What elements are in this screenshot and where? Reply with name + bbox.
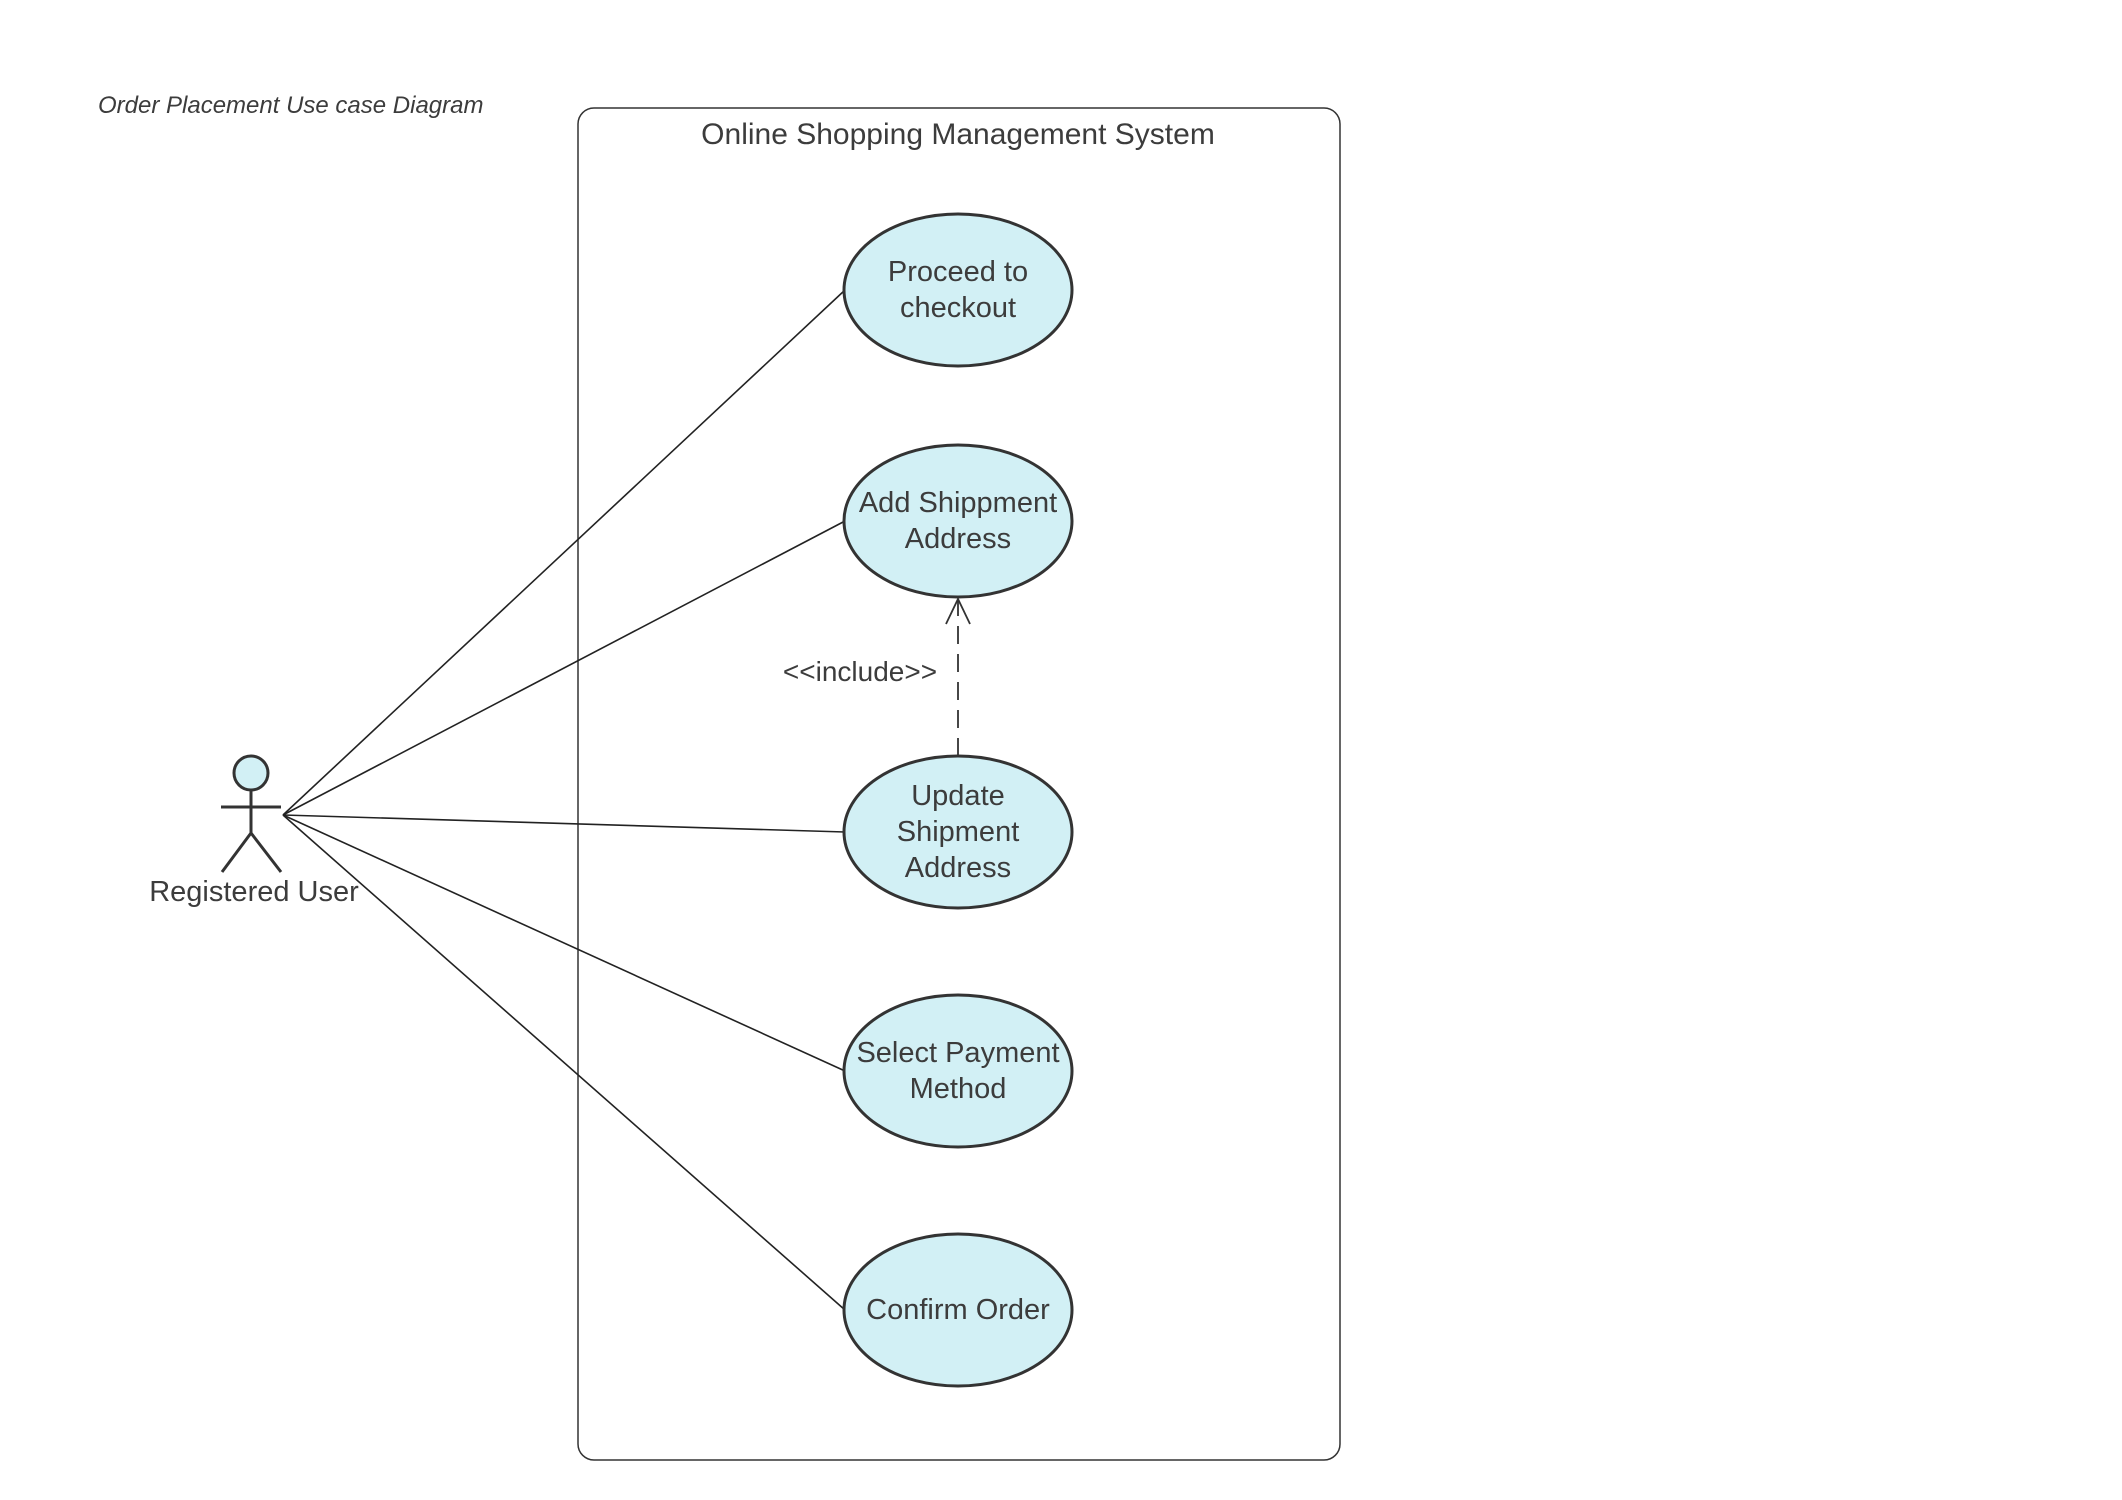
association-line-update-shipment-address — [282, 814, 846, 833]
include-stereotype-label: <<include>> — [782, 656, 938, 687]
diagram-title: Order Placement Use case Diagram — [98, 92, 484, 119]
use-case-select-payment-method[interactable] — [842, 993, 1074, 1149]
actor-left-leg — [220, 832, 253, 873]
actor-head — [232, 754, 270, 792]
actor-stick-figure-icon[interactable] — [220, 754, 283, 873]
system-boundary — [577, 107, 1341, 1461]
actor-label: Registered User — [149, 876, 359, 908]
use-case-add-shipment-address[interactable] — [842, 443, 1074, 599]
association-line-select-payment-method — [282, 814, 846, 1072]
system-boundary-label: Online Shopping Management System — [701, 118, 1215, 151]
association-line-add-shipment-address — [282, 520, 846, 816]
include-arrowhead — [945, 596, 971, 625]
association-line-confirm-order — [282, 814, 846, 1311]
association-line-proceed-to-checkout — [282, 289, 846, 816]
actor-right-leg — [249, 832, 283, 873]
use-case-update-shipment-address[interactable] — [842, 754, 1074, 910]
use-case-confirm-order[interactable] — [842, 1232, 1074, 1388]
use-case-proceed-to-checkout[interactable] — [842, 212, 1074, 368]
